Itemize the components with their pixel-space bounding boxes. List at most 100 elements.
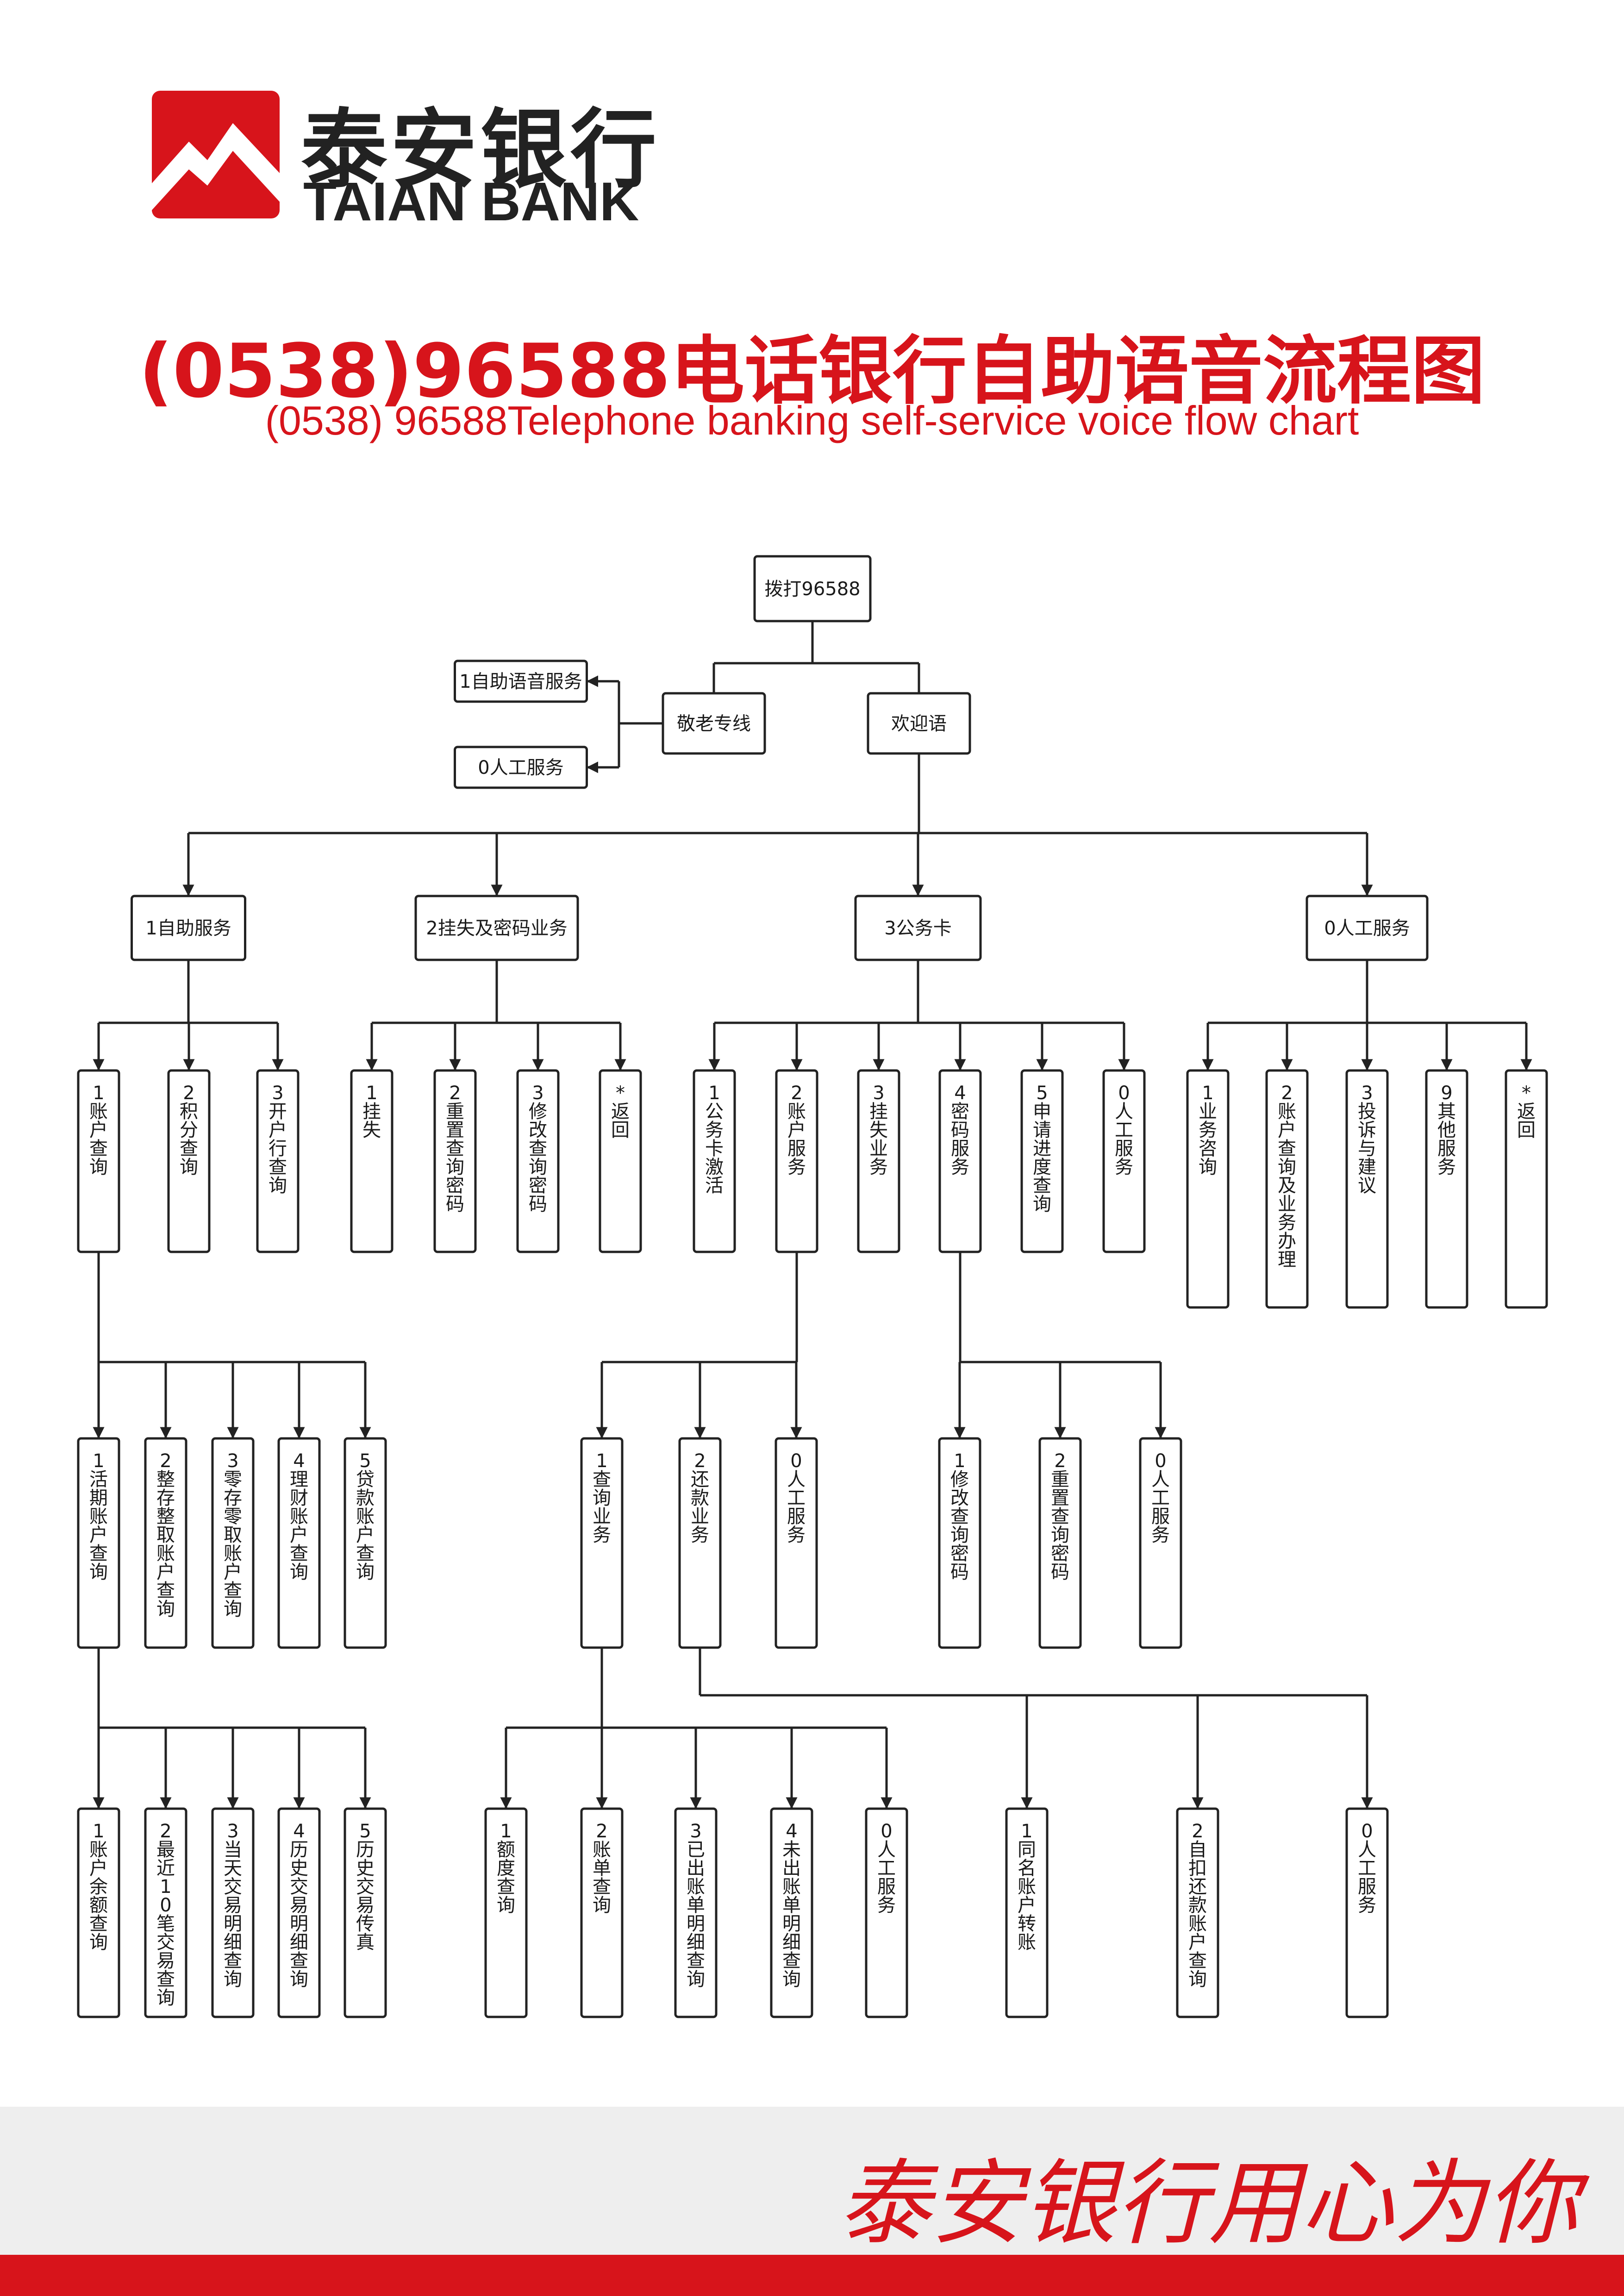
node-box bbox=[1005, 1807, 1049, 2018]
logo-chinese-name: 泰安银行 bbox=[301, 99, 661, 200]
node-box bbox=[1345, 1069, 1389, 1309]
footer-red-bar bbox=[0, 2255, 1624, 2296]
node-label: 1自助服务 bbox=[145, 918, 231, 939]
node-s-human: 0人工服务 bbox=[454, 746, 588, 789]
node-box bbox=[77, 1069, 120, 1253]
node-label: 欢迎语 bbox=[891, 713, 947, 734]
node-n0-b: *返回 bbox=[1505, 1069, 1548, 1309]
node-n1: 1自助服务 bbox=[131, 895, 246, 961]
page-subtitle: (0538) 96588Telephone banking self-servi… bbox=[265, 398, 1359, 443]
node-box bbox=[433, 1069, 477, 1253]
node-box bbox=[599, 1069, 642, 1253]
node-box bbox=[516, 1069, 560, 1253]
node-box bbox=[77, 1437, 120, 1649]
node-n0: 0人工服务 bbox=[1305, 895, 1429, 961]
footer-band bbox=[0, 2107, 1624, 2255]
node-box bbox=[484, 1807, 528, 2018]
node-box bbox=[1265, 1069, 1309, 1309]
node-n2-b: *返回 bbox=[599, 1069, 642, 1253]
node-label: 拨打96588 bbox=[764, 579, 860, 600]
node-box bbox=[580, 1807, 624, 2018]
node-dial: 拨打96588 bbox=[753, 555, 872, 622]
node-label: *返回 bbox=[1517, 1083, 1536, 1141]
node-box bbox=[277, 1437, 321, 1649]
mountain-logo-icon bbox=[152, 91, 280, 218]
node-box bbox=[580, 1437, 624, 1649]
node-box bbox=[144, 1807, 187, 2018]
node-box bbox=[1038, 1437, 1082, 1649]
node-box bbox=[1102, 1069, 1146, 1253]
node-box bbox=[131, 895, 246, 961]
bank-logo bbox=[152, 91, 280, 220]
node-box bbox=[775, 1437, 818, 1649]
node-box bbox=[753, 555, 872, 622]
node-box bbox=[775, 1069, 818, 1253]
node-box bbox=[1186, 1069, 1230, 1309]
node-box bbox=[938, 1069, 982, 1253]
node-box bbox=[938, 1437, 981, 1649]
node-box bbox=[256, 1069, 300, 1253]
node-box bbox=[1305, 895, 1429, 961]
node-box bbox=[678, 1437, 722, 1649]
node-box bbox=[344, 1437, 387, 1649]
node-box bbox=[1345, 1807, 1389, 2018]
node-n3: 3公务卡 bbox=[854, 895, 982, 961]
node-box bbox=[344, 1807, 387, 2018]
node-box bbox=[144, 1437, 187, 1649]
node-welcome: 欢迎语 bbox=[867, 692, 971, 755]
footer-slogan-motto: 用心为你 bbox=[1208, 2150, 1579, 2258]
node-box bbox=[414, 895, 579, 961]
node-box bbox=[350, 1069, 394, 1253]
node-n2: 2挂失及密码业务 bbox=[414, 895, 579, 961]
node-label: 1自助语音服务 bbox=[459, 671, 582, 692]
node-box bbox=[854, 895, 982, 961]
node-box bbox=[454, 660, 588, 703]
